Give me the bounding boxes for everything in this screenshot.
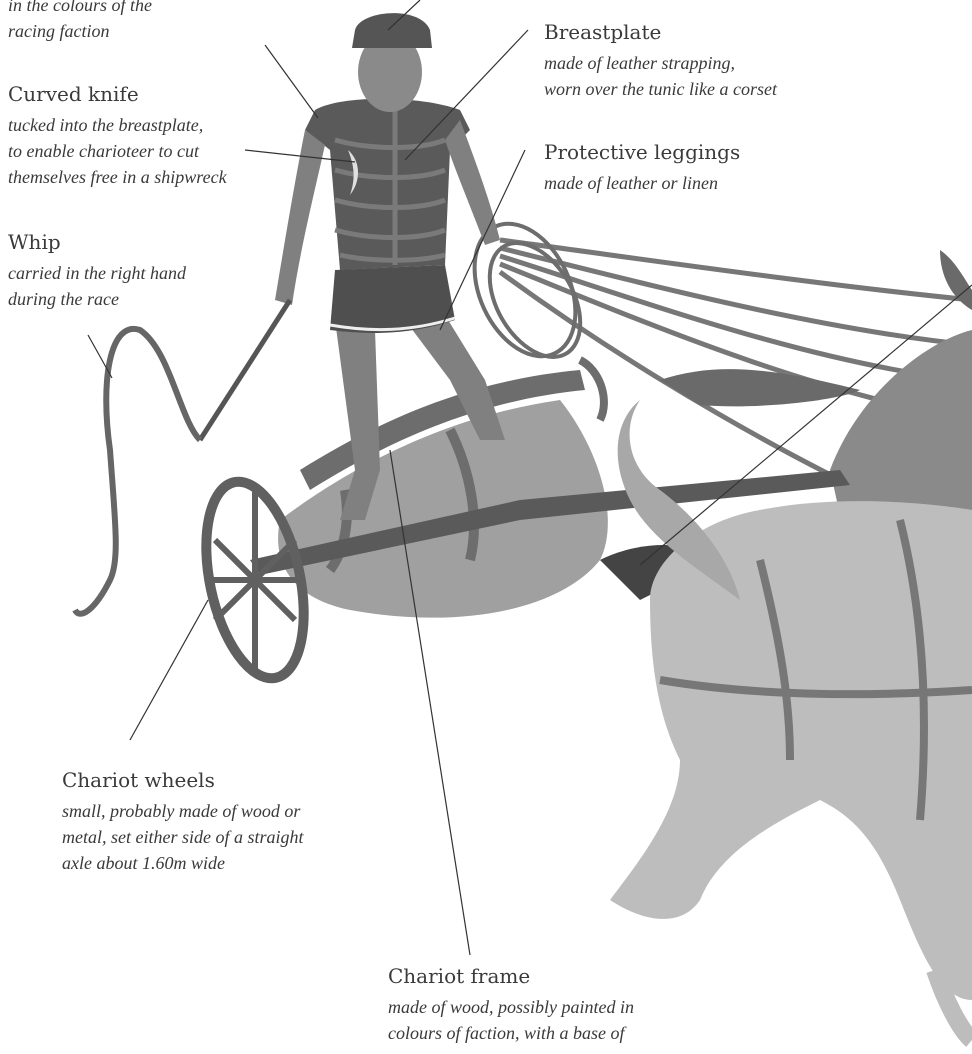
label-helmet: in the colours of the racing faction	[8, 0, 152, 44]
label-breastplate: Breastplate made of leather strapping, w…	[544, 22, 777, 102]
chariot-wheels-desc-line-1: small, probably made of wood or	[62, 798, 303, 824]
breastplate-desc-line-2: worn over the tunic like a corset	[544, 76, 777, 102]
chariot-frame-desc-line-1: made of wood, possibly painted in	[388, 994, 634, 1020]
label-leggings: Protective leggings made of leather or l…	[544, 142, 740, 196]
chariot-wheels-desc-line-3: axle about 1.60m wide	[62, 850, 303, 876]
label-chariot-frame: Chariot frame made of wood, possibly pai…	[388, 966, 634, 1046]
whip-desc-line-1: carried in the right hand	[8, 260, 186, 286]
front-horse	[610, 501, 972, 1040]
whip-title: Whip	[8, 232, 186, 252]
chariot-wheels-desc-line-2: metal, set either side of a straight	[62, 824, 303, 850]
breastplate-desc-line-1: made of leather strapping,	[544, 50, 777, 76]
label-whip: Whip carried in the right hand during th…	[8, 232, 186, 312]
curved-knife-title: Curved knife	[8, 84, 227, 104]
chariot-frame-desc-line-2: colours of faction, with a base of	[388, 1020, 634, 1046]
curved-knife-desc-line-2: to enable charioteer to cut	[8, 138, 227, 164]
label-curved-knife: Curved knife tucked into the breastplate…	[8, 84, 227, 190]
curved-knife-desc-line-3: themselves free in a shipwreck	[8, 164, 227, 190]
breastplate-title: Breastplate	[544, 22, 777, 42]
leggings-title: Protective leggings	[544, 142, 740, 162]
curved-knife-desc-line-1: tucked into the breastplate,	[8, 112, 227, 138]
leggings-desc-line-1: made of leather or linen	[544, 170, 740, 196]
helmet-desc-line-2: racing faction	[8, 18, 152, 44]
helmet-desc-line-1: in the colours of the	[8, 0, 152, 18]
whip-desc-line-2: during the race	[8, 286, 186, 312]
chariot-wheel	[190, 473, 320, 687]
chariot-wheels-title: Chariot wheels	[62, 770, 303, 790]
label-chariot-wheels: Chariot wheels small, probably made of w…	[62, 770, 303, 876]
chariot-frame-title: Chariot frame	[388, 966, 634, 986]
